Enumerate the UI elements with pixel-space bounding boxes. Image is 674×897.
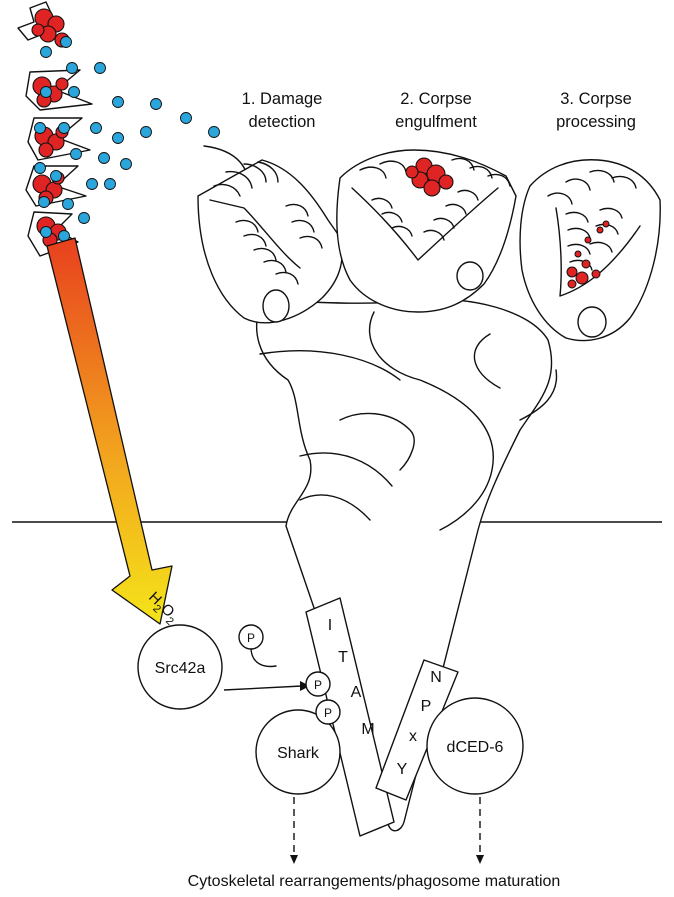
src42a-label: Src42a [155,660,206,677]
phosphate-free-label: P [247,631,255,645]
stage-2-line2: engulfment [395,113,477,131]
phosphate-2-label: P [324,706,332,720]
npxy-letter-n: N [430,669,442,686]
stage-1-line2: detection [249,113,316,131]
phosphate-1-label: P [314,678,322,692]
phosphorylation-arrow: P [224,625,310,691]
glia-corpse-processing [520,160,660,341]
glia-corpse-engulfment [337,150,516,312]
npxy-letter-p: P [421,698,432,715]
itam-letter-t: T [338,649,348,666]
itam-letter-i: I [328,617,332,634]
itam-letter-m: M [361,721,374,738]
glia-damage-detection [198,160,342,323]
dced6-label: dCED-6 [447,739,504,756]
stage-3-line1: 3. Corpse [560,90,632,108]
stage-3-line2: processing [556,113,636,131]
npxy-letter-x: x [409,728,417,745]
h2o2-gradient-arrow: H2O2 [47,238,182,628]
dced6-protein: dCED-6 [427,698,523,794]
itam-letter-a: A [351,684,362,701]
stage-2-line1: 2. Corpse [400,90,472,108]
shark-label: Shark [277,745,320,762]
stage-1-line1: 1. Damage [242,90,323,108]
src42a-protein: Src42a [138,625,222,709]
stage-labels: 1. Damage detection 2. Corpse engulfment… [242,90,636,131]
caption: Cytoskeletal rearrangements/phagosome ma… [188,873,561,890]
npxy-letter-y: Y [397,761,408,778]
